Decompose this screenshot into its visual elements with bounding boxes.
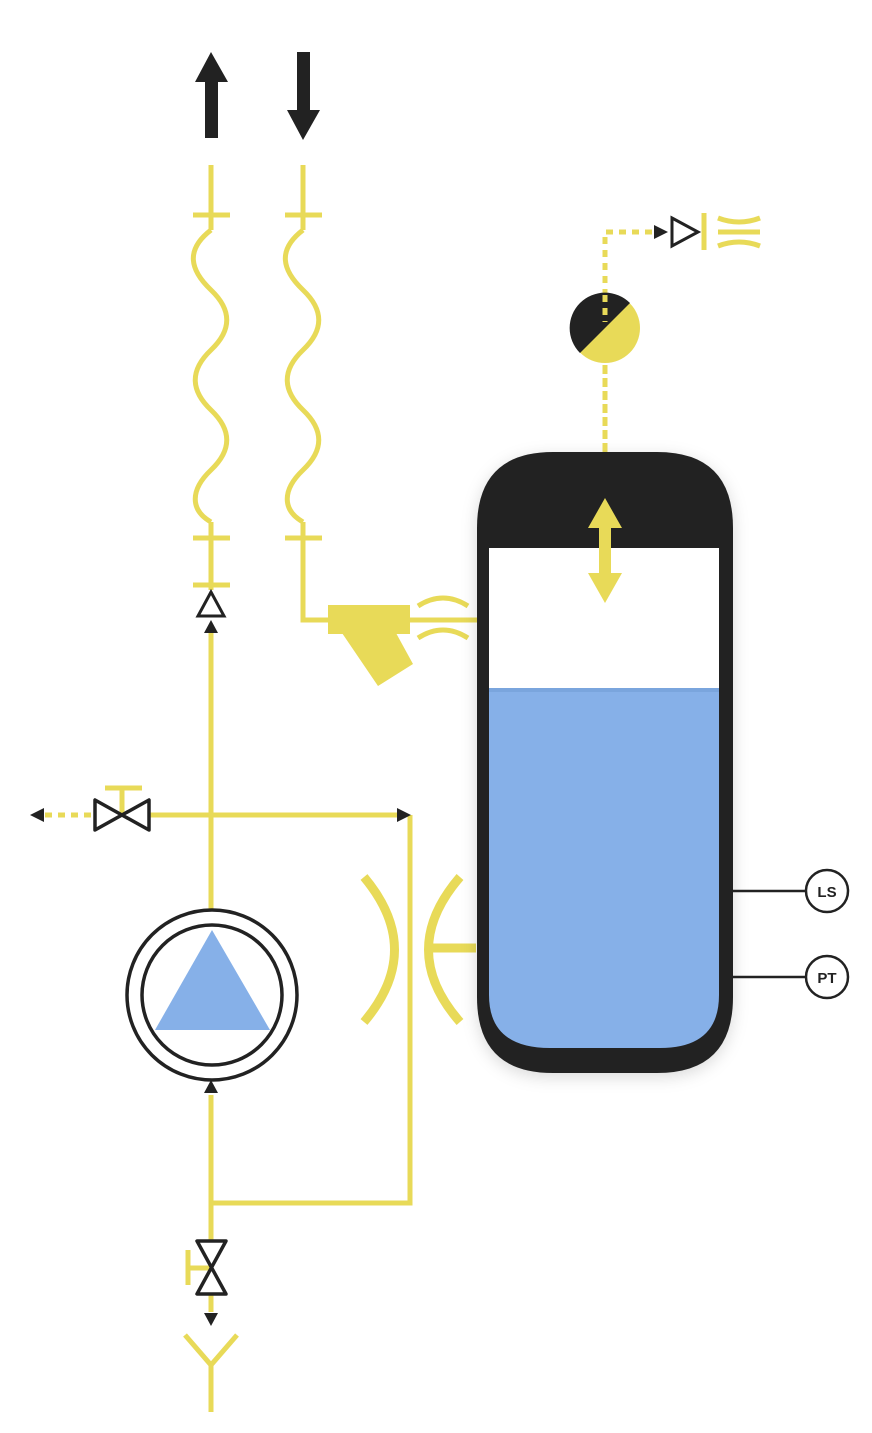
flange-arc-left: [360, 874, 399, 1025]
pressure-transmitter-tag: PT: [817, 970, 836, 987]
inlet-arrow-down-icon: [287, 52, 320, 140]
level-double-arrow-icon: [588, 498, 622, 603]
flexible-hose-left: [190, 165, 230, 590]
flow-arrow-icon: [397, 808, 411, 822]
flow-arrow-icon: [30, 808, 44, 822]
flow-arrow-icon: [204, 1313, 218, 1326]
relief-check-icon: [670, 215, 702, 249]
pressure-gauge-icon: [569, 292, 640, 363]
pump-icon[interactable]: [125, 908, 299, 1082]
flange-arc-right: [424, 874, 464, 1025]
level-switch-tag: LS: [817, 884, 836, 901]
orifice-icon: [701, 213, 761, 250]
level-switch[interactable]: LS: [733, 868, 850, 914]
flow-arrow-icon: [204, 1080, 218, 1093]
strainer-icon: [328, 605, 413, 686]
bypass-return-pipe: [211, 815, 413, 1206]
drain-funnel: [183, 1333, 239, 1369]
check-valve-icon: [195, 588, 227, 618]
flow-arrow-icon: [654, 225, 668, 239]
pressure-transmitter[interactable]: PT: [733, 954, 850, 1000]
restriction-arc-bottom: [416, 627, 470, 641]
tank-liquid: [489, 688, 719, 1048]
restriction-arc-top: [416, 595, 470, 609]
flow-arrow-icon: [204, 620, 218, 633]
outlet-arrow-up-icon: [195, 52, 228, 138]
drain-valve-icon[interactable]: [195, 1239, 228, 1296]
bypass-valve-icon[interactable]: [93, 798, 151, 832]
pressure-signal-line: [602, 229, 655, 452]
flexible-hose-right: [282, 165, 330, 623]
